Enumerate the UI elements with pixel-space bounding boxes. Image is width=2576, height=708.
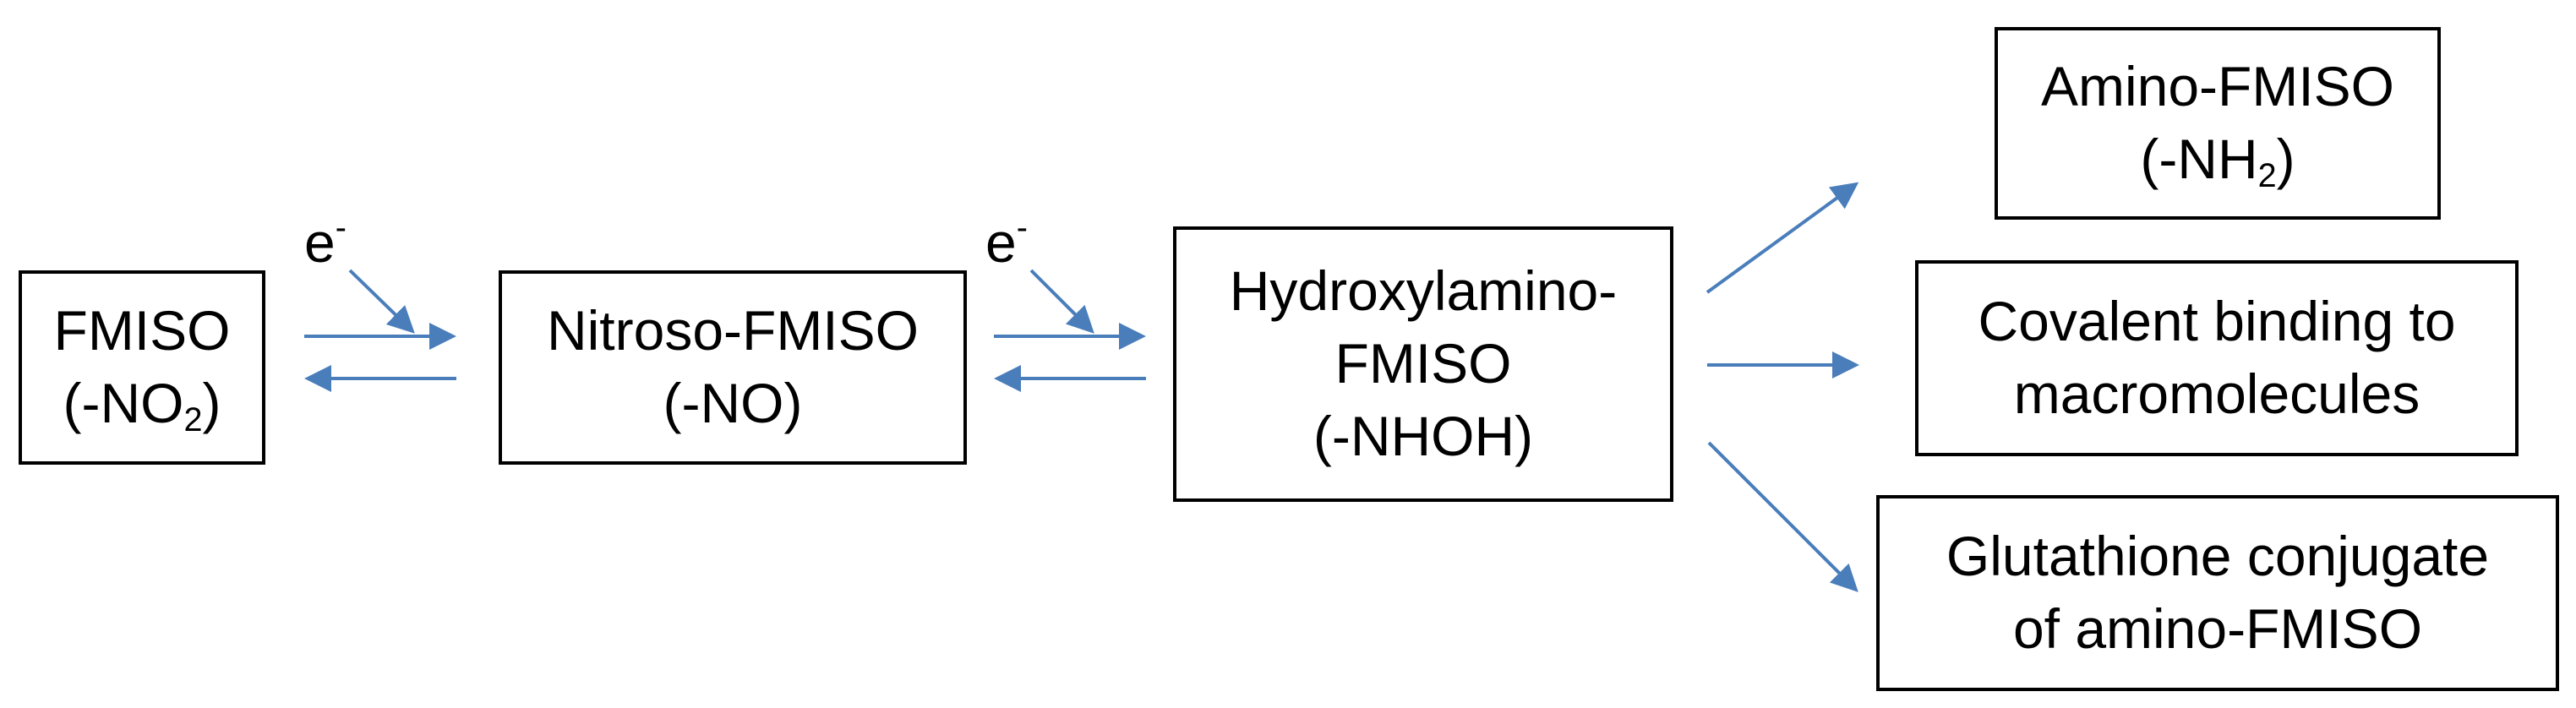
branch-arrow-amino [1706,182,1859,294]
amino-fmiso-box: Amino-FMISO (-NH2) [1995,27,2441,220]
hydroxylamino-group: (-NHOH) [1313,404,1534,467]
electron-label-1: e- [304,209,347,274]
amino-name: Amino-FMISO [2040,55,2395,118]
nitroso-fmiso-box: Nitroso-FMISO (-NO) [499,270,967,465]
branch-arrow-glutathione [1707,441,1858,592]
fmiso-box: FMISO (-NO2) [19,270,265,465]
hydroxylamino-name-cont: FMISO [1334,332,1512,395]
glutathione-conjugate-box: Glutathione conjugate of amino-FMISO [1876,495,2559,691]
covalent-line1: Covalent binding to [1978,290,2456,353]
glutathione-line1: Glutathione conjugate [1946,525,2490,588]
hydroxylamino-name: Hydroxylamino- [1229,259,1618,323]
covalent-binding-box: Covalent binding to macromolecules [1915,260,2519,456]
electron-label-2: e- [985,209,1028,274]
nitroso-group: (-NO) [663,372,803,434]
fmiso-name: FMISO [53,299,231,362]
electron-arrow-2 [1029,269,1094,334]
fmiso-group: (-NO2) [63,372,221,438]
nitroso-name: Nitroso-FMISO [546,299,920,362]
electron-arrow-1 [348,269,415,334]
hydroxylamino-fmiso-box: Hydroxylamino- FMISO (-NHOH) [1173,226,1673,502]
covalent-line2: macromolecules [2013,362,2420,425]
amino-group: (-NH2) [2140,128,2295,194]
glutathione-line2: of amino-FMISO [2012,597,2423,660]
